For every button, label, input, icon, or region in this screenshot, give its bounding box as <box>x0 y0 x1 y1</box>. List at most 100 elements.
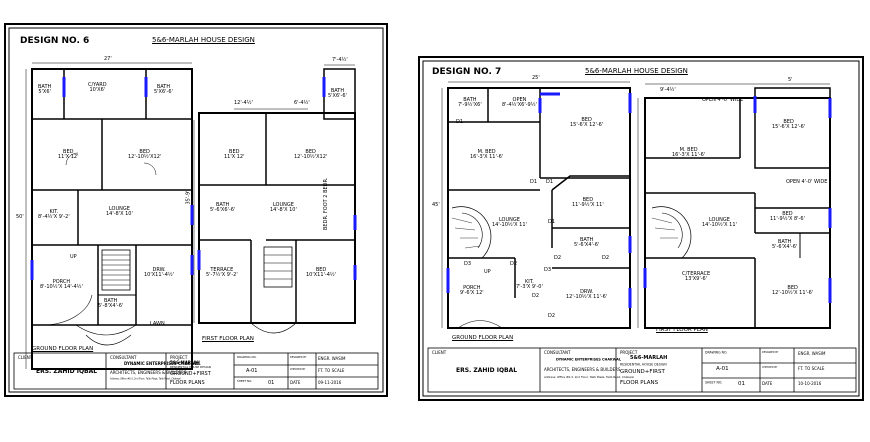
sheet-no-label: SHEET NO. <box>237 379 253 383</box>
drawing-no-label: DRAWING NO. <box>237 355 257 359</box>
date-value: 09-11-2016 <box>318 380 342 385</box>
door-label: D2 <box>510 261 518 267</box>
designed-by: ENGR. WASIM <box>318 356 346 361</box>
company-address: Address: Office #6-3, 2nd Floor, Talib P… <box>110 377 181 381</box>
design-number-label-2: DESIGN NO. 7 <box>432 67 502 77</box>
ground-width-dimension-2: 25' <box>532 75 540 81</box>
first-top-dimension-2: 5' <box>788 77 793 83</box>
ground-floor-plan-label: GROUND FLOOR PLAN <box>32 346 94 352</box>
door-label: D1 <box>530 179 538 185</box>
ground-height-dimension-2: 45' <box>432 202 440 208</box>
project-label: PROJECT <box>170 355 188 360</box>
room-label: DRW.12'-10½'X 11'-6' <box>566 289 608 300</box>
checked-by-label-2: CHECKED BY <box>762 365 778 369</box>
date-value-2: 10-10-2016 <box>798 381 822 386</box>
door-label: D1 <box>548 219 556 225</box>
vertical-label: BEDR. FOOT 2 BEDR. <box>323 177 329 230</box>
ground-width-dimension: 27' <box>104 56 112 62</box>
drawing-title-2a: GROUND+FIRST <box>620 369 665 375</box>
ground-floor-windows-2 <box>446 92 632 308</box>
client-label: CLIENT <box>18 355 33 360</box>
room-label: KIT.7'-3'X 9'-0' <box>516 279 543 290</box>
door-label: D1 <box>546 179 554 185</box>
project-sub: RESIDENTIAL HOUSE DESIGN <box>170 365 211 369</box>
designed-by-label-2: DESIGNED BY <box>762 350 779 354</box>
open-label: OPEN 4'-0' WIDE <box>786 179 828 185</box>
room-label: KIT.8'-4½'X 9'-2' <box>38 209 70 220</box>
date-label: DATE <box>290 380 301 385</box>
date-label-2: DATE <box>762 381 773 386</box>
lawn-label: LAWN <box>150 321 165 327</box>
sheet-no: 01 <box>268 380 275 386</box>
first-floor-plan-label: FIRST FLOOR PLAN <box>202 336 254 342</box>
company-label-2: CONSULTANT <box>544 350 571 355</box>
stair-up-label-2: UP <box>484 269 491 275</box>
company-sub-2: ARCHITECTS, ENGINEERS & BUILDERS <box>544 367 621 372</box>
door-label: D3 <box>544 267 552 273</box>
company-label: CONSULTANT <box>110 355 137 360</box>
company-logo-text-2: DYNAMIC ENTERPRISES CHAKWAL <box>556 357 622 362</box>
first-floor-windows-2 <box>643 96 832 303</box>
project-name: 5&6-MARLAH <box>170 360 200 365</box>
door-label: D1 <box>456 119 464 125</box>
first-mid-dimension: 6'-4½' <box>294 100 310 106</box>
stair-up-label: UP <box>70 254 77 260</box>
drawing-no-label-2: DRAWING NO. <box>705 350 728 355</box>
room-label: DRW.10'X11'-4½' <box>144 267 175 278</box>
design-number-label: DESIGN NO. 6 <box>20 36 90 46</box>
sheet-no-label-2: SHEET NO. <box>705 380 723 385</box>
client-name-2: ERS. ZAHID IQBAL <box>456 367 518 374</box>
drawing-title: GROUND+FIRST <box>170 371 211 377</box>
drawing-title-2: FLOOR PLANS <box>170 380 205 386</box>
sheet-no-2: 01 <box>738 381 745 387</box>
company-logo-text: DYNAMIC ENTERPRISES CHAKWAL <box>124 361 201 366</box>
company-address-2: Address: Office #6-3, 2nd Floor, Talib P… <box>544 375 634 379</box>
ground-floor-plan-label-2: GROUND FLOOR PLAN <box>452 335 514 341</box>
scale-value: FT. TO SCALE <box>318 368 345 373</box>
door-label: D2 <box>548 313 556 319</box>
drawing-sheet-design-7: DESIGN NO. 7 5&6-MARLAH HOUSE DESIGN 25'… <box>418 56 864 401</box>
client-label-2: CLIENT <box>432 350 447 355</box>
drawing-no: A-01 <box>246 368 258 374</box>
first-floor-plan-drawing <box>193 64 356 334</box>
first-floor-windows <box>197 77 357 280</box>
sheet-title-2: 5&6-MARLAH HOUSE DESIGN <box>585 67 688 75</box>
first-top-dimension: 7'-4½' <box>332 57 348 63</box>
drawing-title-2b: FLOOR PLANS <box>620 380 659 386</box>
project-sub-2: RESIDENTIAL HOUSE DESIGN <box>620 362 667 367</box>
door-label: D2 <box>532 293 540 299</box>
first-mid-dimension-2: 9'-4½' <box>660 87 676 93</box>
ground-floor-plan-drawing-2 <box>441 81 631 329</box>
project-name-2: 5&6-MARLAH <box>630 355 668 361</box>
company-sub: ARCHITECTS, ENGINEERS & BUILDERS <box>110 370 187 375</box>
client-name: ERS. ZAHID IQBAL <box>36 368 98 375</box>
title-block-lines <box>13 352 379 390</box>
designed-by-2: ENGR. WASIM <box>798 351 826 356</box>
ground-height-dimension: 50' <box>16 214 24 220</box>
sheet1-linework <box>8 27 384 393</box>
first-side-dimension: 35'-9' <box>185 190 192 205</box>
